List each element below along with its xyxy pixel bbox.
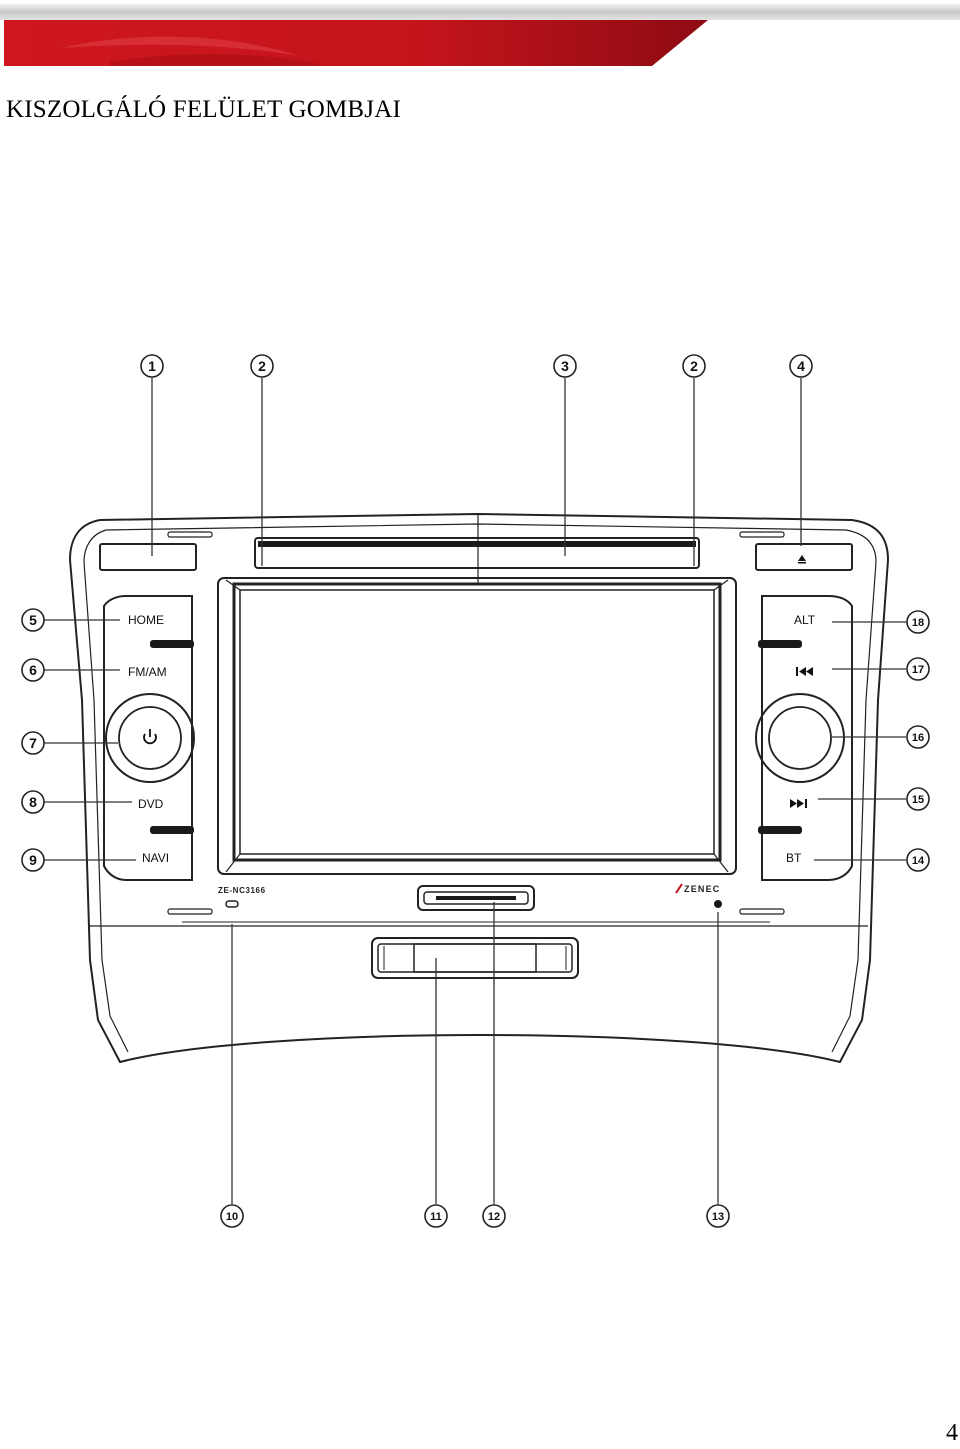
svg-text:18: 18 bbox=[912, 617, 924, 629]
callout-9: 9 bbox=[21, 848, 45, 872]
top-right-slot-mark bbox=[739, 531, 785, 538]
navi-button[interactable]: NAVI bbox=[142, 851, 169, 865]
sd-card-slot[interactable] bbox=[417, 885, 535, 911]
left-button-panel bbox=[103, 595, 194, 881]
svg-text:16: 16 bbox=[912, 732, 924, 744]
brand-label: ZENEC bbox=[684, 884, 721, 894]
callout-10: 10 bbox=[220, 1204, 244, 1228]
svg-text:9: 9 bbox=[29, 852, 37, 868]
svg-text:2: 2 bbox=[258, 358, 266, 374]
header-banner bbox=[0, 4, 960, 66]
svg-text:1: 1 bbox=[148, 358, 156, 374]
callout-2-right: 2 bbox=[682, 354, 706, 378]
skip-next-icon bbox=[790, 799, 807, 808]
callout-11: 11 bbox=[424, 1204, 448, 1228]
lower-left-slot-mark bbox=[167, 908, 213, 915]
svg-text:3: 3 bbox=[561, 358, 569, 374]
page-number: 4 bbox=[946, 1420, 958, 1446]
microphone-hole bbox=[225, 900, 239, 908]
alt-button[interactable]: ALT bbox=[794, 613, 816, 627]
svg-text:17: 17 bbox=[912, 664, 924, 676]
callout-1: 1 bbox=[140, 354, 164, 378]
fm-am-button[interactable]: FM/AM bbox=[128, 665, 167, 679]
callout-6: 6 bbox=[21, 658, 45, 682]
svg-text:14: 14 bbox=[912, 855, 925, 867]
callout-14: 14 bbox=[906, 848, 930, 872]
callout-8: 8 bbox=[21, 790, 45, 814]
tune-knob[interactable] bbox=[755, 693, 845, 783]
callout-5: 5 bbox=[21, 608, 45, 632]
dvd-button[interactable]: DVD bbox=[138, 797, 164, 811]
page-title: KISZOLGÁLÓ FELÜLET GOMBJAI bbox=[6, 96, 401, 123]
callout-12: 12 bbox=[482, 1204, 506, 1228]
svg-text:5: 5 bbox=[29, 612, 37, 628]
svg-text:13: 13 bbox=[712, 1211, 724, 1223]
eject-icon-bar bbox=[798, 562, 806, 564]
callout-18: 18 bbox=[906, 610, 930, 634]
eject-icon bbox=[798, 555, 806, 561]
eject-button[interactable] bbox=[755, 543, 853, 571]
callout-16: 16 bbox=[906, 725, 930, 749]
leader-lines bbox=[44, 378, 906, 1204]
callout-13: 13 bbox=[706, 1204, 730, 1228]
skip-previous-icon bbox=[796, 667, 813, 676]
svg-text:4: 4 bbox=[797, 358, 805, 374]
touchscreen[interactable] bbox=[217, 577, 737, 875]
callout-7: 7 bbox=[21, 731, 45, 755]
top-left-button[interactable] bbox=[99, 543, 197, 571]
previous-button[interactable] bbox=[796, 667, 813, 676]
svg-text:8: 8 bbox=[29, 794, 37, 810]
callout-4: 4 bbox=[789, 354, 813, 378]
model-label: ZE-NC3166 bbox=[218, 886, 266, 895]
svg-text:6: 6 bbox=[29, 662, 37, 678]
housing bbox=[68, 512, 890, 1064]
top-left-slot-mark bbox=[167, 531, 213, 538]
lower-right-slot-mark bbox=[739, 908, 785, 915]
svg-text:12: 12 bbox=[488, 1211, 500, 1223]
head-unit-diagram: HOME FM/AM DVD NAVI ALT BT ZE-NC3166 ZEN… bbox=[21, 354, 930, 1228]
home-button[interactable]: HOME bbox=[128, 613, 164, 627]
callout-15: 15 bbox=[906, 787, 930, 811]
reset-button[interactable] bbox=[714, 900, 722, 908]
callout-17: 17 bbox=[906, 657, 930, 681]
callout-2-left: 2 bbox=[250, 354, 274, 378]
svg-text:2: 2 bbox=[690, 358, 698, 374]
usb-flap[interactable] bbox=[371, 937, 579, 979]
power-icon bbox=[143, 733, 157, 745]
svg-text:15: 15 bbox=[912, 794, 924, 806]
callout-3: 3 bbox=[553, 354, 577, 378]
power-volume-knob[interactable] bbox=[105, 693, 195, 783]
bt-button[interactable]: BT bbox=[786, 851, 802, 865]
disc-slot bbox=[254, 537, 700, 569]
svg-text:11: 11 bbox=[430, 1211, 442, 1223]
right-button-panel bbox=[758, 595, 853, 881]
svg-text:7: 7 bbox=[29, 735, 37, 751]
brand-logo-mark bbox=[675, 883, 683, 894]
svg-text:10: 10 bbox=[226, 1211, 238, 1223]
next-button[interactable] bbox=[790, 799, 807, 808]
